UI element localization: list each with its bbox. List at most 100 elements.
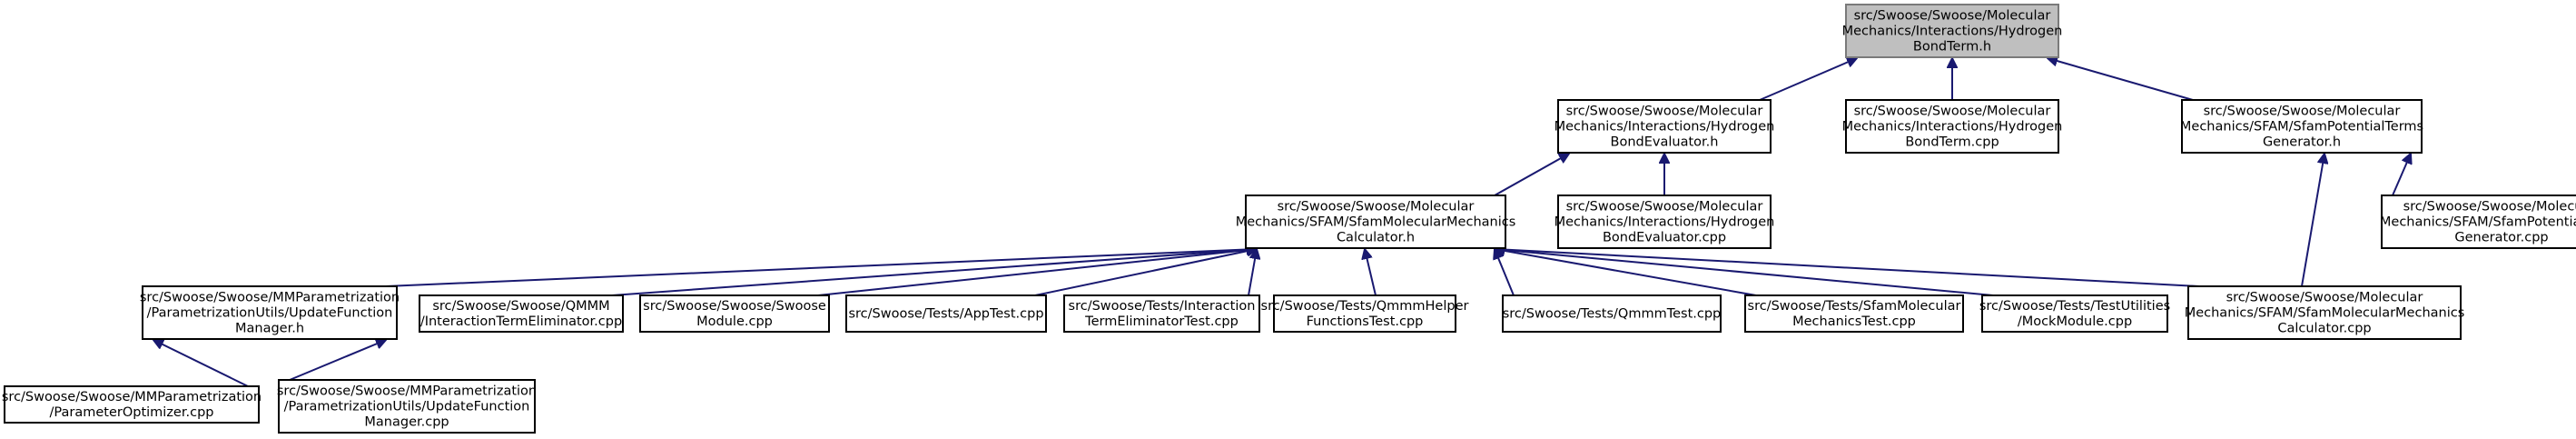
node-label-line: src/Swoose/Swoose/Swoose bbox=[643, 299, 826, 314]
node-label-line: src/Swoose/Tests/TestUtilities bbox=[1979, 299, 2170, 314]
graph-node[interactable]: src/Swoose/Tests/InteractionTermEliminat… bbox=[1063, 294, 1260, 333]
edge-n15-to-n4 bbox=[1495, 249, 1994, 296]
node-box[interactable] bbox=[1845, 99, 2059, 154]
node-label-line: src/Swoose/Swoose/Molecular bbox=[2204, 105, 2401, 119]
edge-n14-to-n4 bbox=[1495, 249, 1757, 296]
node-label-line: Mechanics/Interactions/Hydrogen bbox=[1554, 120, 1775, 135]
node-label-line: Module.cpp bbox=[696, 314, 773, 329]
node-box[interactable] bbox=[845, 294, 1047, 333]
node-box[interactable] bbox=[1273, 294, 1456, 333]
node-label-line: /ParametrizationUtils/UpdateFunction bbox=[147, 306, 393, 321]
graph-node[interactable]: src/Swoose/Tests/QmmmHelperFunctionsTest… bbox=[1261, 294, 1469, 333]
node-label-line: /InteractionTermEliminator.cpp bbox=[420, 314, 622, 329]
root-node-box[interactable] bbox=[1845, 4, 2059, 58]
node-label-line: src/Swoose/Swoose/Molecular bbox=[1566, 105, 1763, 119]
node-box[interactable] bbox=[639, 294, 830, 333]
edge-n16-to-n4 bbox=[1495, 249, 2200, 287]
graph-node[interactable]: src/Swoose/Swoose/MolecularMechanics/SFA… bbox=[2180, 99, 2423, 154]
node-label-line: Generator.cpp bbox=[2454, 231, 2548, 245]
node-box[interactable] bbox=[4, 385, 260, 424]
graph-node[interactable]: src/Swoose/Swoose/QMMM/InteractionTermEl… bbox=[419, 294, 624, 333]
graph-node[interactable]: src/Swoose/Swoose/MMParametrization/Para… bbox=[277, 379, 537, 434]
node-label-line: Mechanics/Interactions/Hydrogen bbox=[1554, 215, 1775, 230]
node-label-line: src/Swoose/Swoose/MMParametrization bbox=[2, 390, 262, 404]
graph-node[interactable]: src/Swoose/Swoose/MolecularMechanics/Int… bbox=[1554, 99, 1775, 154]
node-label-line: BondTerm.h bbox=[1913, 40, 1991, 55]
edge-n16-to-n3 bbox=[2301, 154, 2324, 287]
node-label-line: src/Swoose/Tests/AppTest.cpp bbox=[848, 307, 1043, 322]
node-label-line: Calculator.cpp bbox=[2277, 322, 2371, 336]
node-label-line: Manager.cpp bbox=[364, 415, 449, 430]
node-label-line: src/Swoose/Swoose/Molecular bbox=[1854, 9, 2051, 24]
node-label-line: Calculator.h bbox=[1337, 231, 1415, 245]
edge-n4-to-n1 bbox=[1494, 154, 1569, 196]
graph-node[interactable]: src/Swoose/Swoose/MMParametrization/Para… bbox=[2, 385, 262, 424]
node-box[interactable] bbox=[1063, 294, 1260, 333]
edge-n17-to-n7 bbox=[153, 340, 249, 387]
node-label-line: Mechanics/Interactions/Hydrogen bbox=[1842, 120, 2063, 135]
node-box[interactable] bbox=[1744, 294, 1964, 333]
edge-n13-to-n4 bbox=[1495, 249, 1515, 296]
graph-node[interactable]: src/Swoose/Swoose/MMParametrization/Para… bbox=[140, 285, 400, 340]
node-box[interactable] bbox=[1502, 294, 1722, 333]
edge-n10-to-n4 bbox=[1034, 249, 1257, 296]
edges-layer bbox=[153, 58, 2411, 387]
node-box[interactable] bbox=[1557, 195, 1772, 249]
node-label-line: Manager.h bbox=[235, 322, 304, 336]
node-label-line: FunctionsTest.cpp bbox=[1307, 314, 1424, 329]
edge-n3-to-n0 bbox=[2048, 58, 2194, 101]
node-box[interactable] bbox=[278, 379, 536, 434]
graph-node[interactable]: src/Swoose/Swoose/MolecularMechanics/SFA… bbox=[2380, 195, 2576, 249]
node-box[interactable] bbox=[2381, 195, 2576, 249]
node-box[interactable] bbox=[419, 294, 624, 333]
node-box[interactable] bbox=[1245, 195, 1506, 249]
node-label-line: src/Swoose/Swoose/Molecular bbox=[1854, 105, 2051, 119]
edge-n11-to-n4 bbox=[1248, 249, 1257, 296]
node-label-line: src/Swoose/Tests/SfamMolecular bbox=[1748, 299, 1961, 314]
graph-node[interactable]: src/Swoose/Tests/SfamMolecularMechanicsT… bbox=[1744, 294, 1964, 333]
graph-node[interactable]: src/Swoose/Swoose/MolecularMechanics/Int… bbox=[1554, 195, 1775, 249]
edge-n9-to-n4 bbox=[817, 249, 1257, 296]
node-label-line: TermEliminatorTest.cpp bbox=[1084, 314, 1239, 329]
node-label-line: Mechanics/Interactions/Hydrogen bbox=[1842, 25, 2063, 39]
node-box[interactable] bbox=[1981, 294, 2168, 333]
node-label-line: src/Swoose/Swoose/Molecular bbox=[2403, 200, 2576, 215]
node-label-line: src/Swoose/Swoose/Molecular bbox=[1278, 200, 1475, 215]
graph-node[interactable]: src/Swoose/Swoose/MolecularMechanics/Int… bbox=[1842, 4, 2063, 58]
graph-node[interactable]: src/Swoose/Tests/QmmmTest.cpp bbox=[1502, 294, 1722, 333]
node-label-line: BondEvaluator.h bbox=[1611, 135, 1719, 150]
node-label-line: src/Swoose/Swoose/Molecular bbox=[2226, 291, 2423, 305]
node-label-line: Mechanics/SFAM/SfamPotentialTerms bbox=[2180, 120, 2423, 135]
graph-node[interactable]: src/Swoose/Tests/TestUtilities/MockModul… bbox=[1979, 294, 2170, 333]
edge-n12-to-n4 bbox=[1365, 249, 1377, 296]
nodes-layer: src/Swoose/Swoose/MolecularMechanics/Int… bbox=[2, 4, 2576, 434]
node-label-line: Mechanics/SFAM/SfamMolecularMechanics bbox=[1236, 215, 1516, 230]
node-box[interactable] bbox=[2187, 285, 2462, 340]
node-box[interactable] bbox=[142, 285, 398, 340]
node-label-line: BondEvaluator.cpp bbox=[1603, 231, 1726, 245]
graph-node[interactable]: src/Swoose/Swoose/MolecularMechanics/Int… bbox=[1842, 99, 2063, 154]
node-box[interactable] bbox=[2181, 99, 2423, 154]
edge-n7-to-n4 bbox=[385, 249, 1257, 287]
edge-n8-to-n4 bbox=[611, 249, 1257, 296]
node-label-line: Mechanics/SFAM/SfamMolecularMechanics bbox=[2185, 306, 2465, 321]
node-label-line: /ParameterOptimizer.cpp bbox=[50, 405, 214, 420]
edge-n1-to-n0 bbox=[1759, 58, 1857, 101]
graph-node[interactable]: src/Swoose/Swoose/MolecularMechanics/SFA… bbox=[1236, 195, 1516, 249]
node-box[interactable] bbox=[1557, 99, 1772, 154]
node-label-line: /ParametrizationUtils/UpdateFunction bbox=[284, 400, 530, 414]
graph-node[interactable]: src/Swoose/Swoose/MolecularMechanics/SFA… bbox=[2185, 285, 2465, 340]
node-label-line: /MockModule.cpp bbox=[2018, 314, 2132, 329]
node-label-line: Generator.h bbox=[2263, 135, 2341, 150]
graph-node[interactable]: src/Swoose/Tests/AppTest.cpp bbox=[845, 294, 1047, 333]
edge-n18-to-n7 bbox=[289, 340, 386, 381]
edge-n6-to-n3 bbox=[2392, 154, 2411, 196]
node-label-line: Mechanics/SFAM/SfamPotentialTerms bbox=[2380, 215, 2576, 230]
node-label-line: src/Swoose/Swoose/QMMM bbox=[432, 299, 609, 314]
node-label-line: src/Swoose/Tests/QmmmHelper bbox=[1261, 299, 1469, 314]
node-label-line: BondTerm.cpp bbox=[1905, 135, 1999, 150]
node-label-line: src/Swoose/Swoose/Molecular bbox=[1566, 200, 1763, 215]
node-label-line: src/Swoose/Tests/QmmmTest.cpp bbox=[1503, 307, 1722, 322]
